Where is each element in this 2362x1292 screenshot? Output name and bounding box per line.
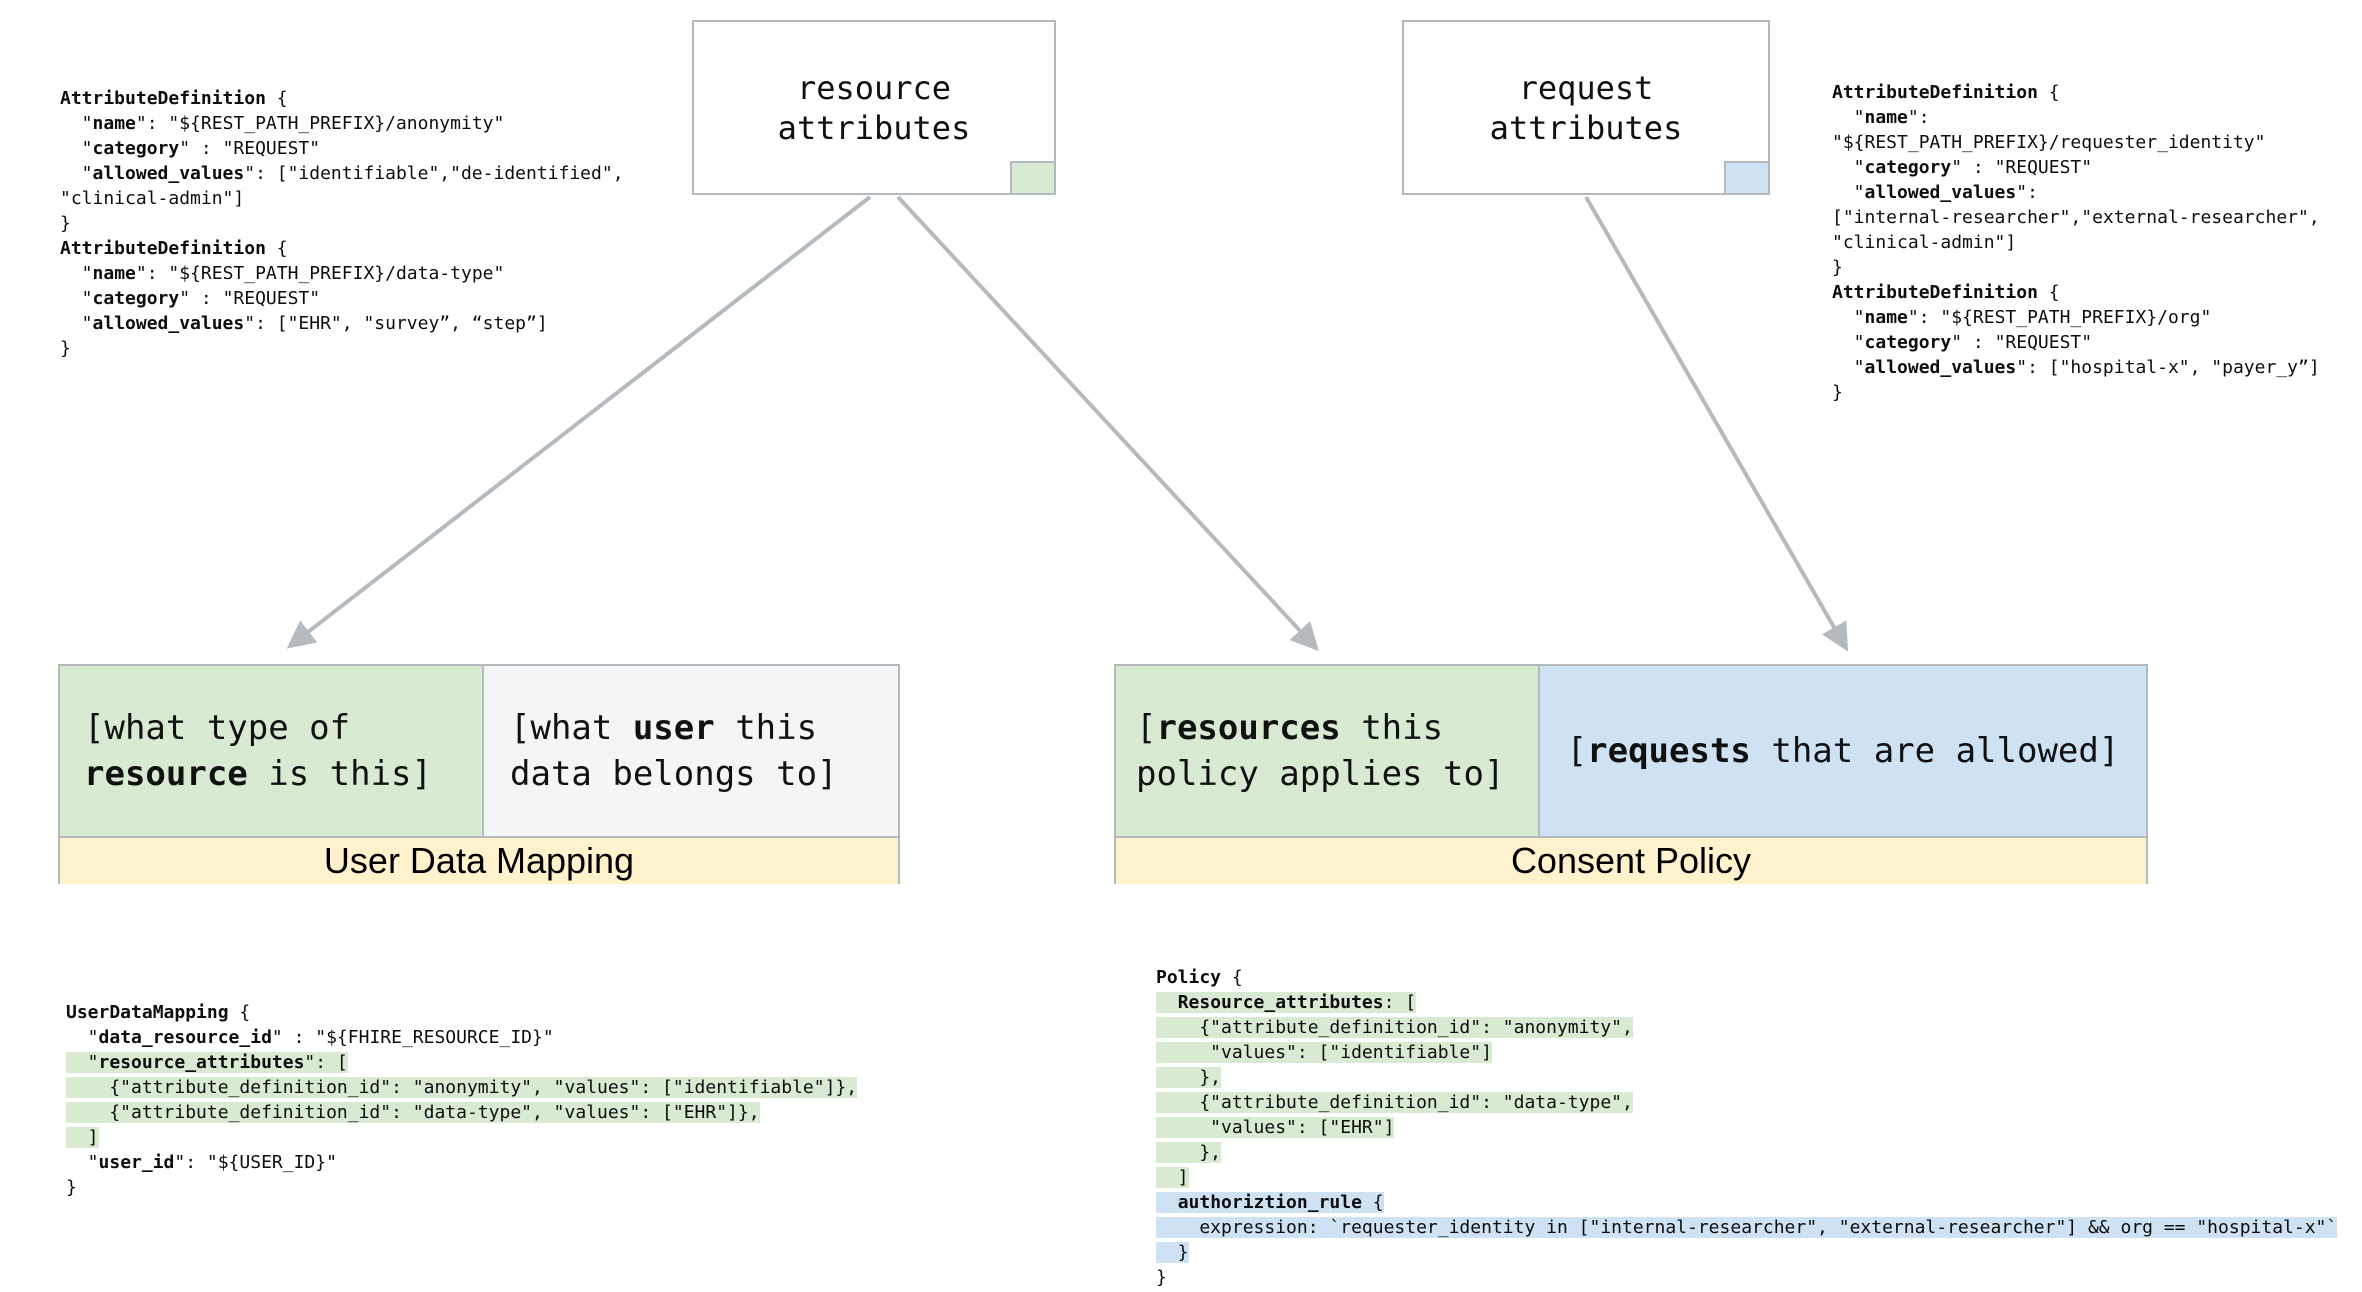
user-data-mapping-code: UserDataMapping { "data_resource_id" : "… [66,1002,858,1198]
arrow-request-to-consentpolicy [1584,196,1849,652]
user-data-mapping-title: User Data Mapping [60,836,898,884]
request-attributes-box: request attributes [1402,20,1770,195]
attribute-definitions-resource-code: AttributeDefinition { "name": "${REST_PA… [60,88,624,359]
cp-requests-cell: [requests that are allowed] [1540,666,2146,836]
request-blue-legend-chip [1724,161,1770,195]
consent-policy-code: Policy { Resource_attributes: [ {"attrib… [1156,967,2338,1288]
resource-attributes-label: resource attributes [777,68,971,147]
resource-attributes-box: resource attributes [692,20,1056,195]
consent-policy-title: Consent Policy [1116,836,2146,884]
arrow-resource-to-consentpolicy [896,195,1319,652]
request-attributes-label: request attributes [1489,68,1683,147]
resource-green-legend-chip [1010,161,1056,195]
attribute-definitions-request-code: AttributeDefinition { "name":"${REST_PAT… [1832,82,2320,403]
